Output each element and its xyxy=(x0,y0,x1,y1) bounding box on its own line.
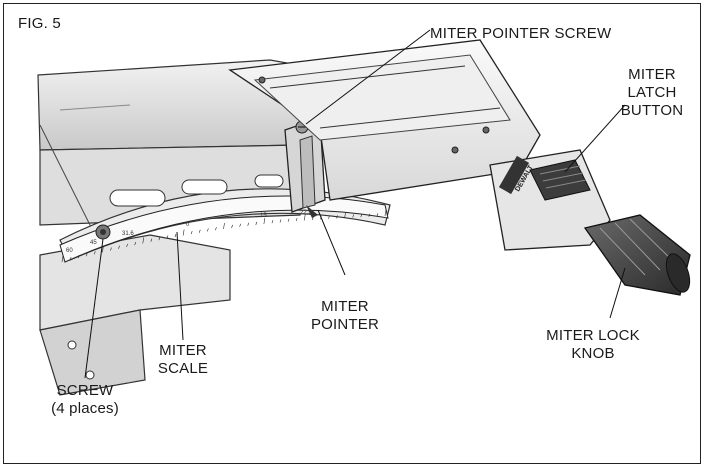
scale-tick xyxy=(182,229,185,236)
scale-tick xyxy=(110,247,112,251)
leader-miter-pointer-screw xyxy=(305,29,431,125)
label-screw-2: (4 places) xyxy=(51,400,119,417)
label-miter-scale-1: MITER xyxy=(159,342,207,359)
scale-tick xyxy=(271,220,274,224)
saw-base xyxy=(39,234,231,396)
miter-lock-knob xyxy=(583,214,691,296)
scale-tick xyxy=(223,222,225,230)
scale-tick xyxy=(295,217,298,222)
label-miter-pointer-2: POINTER xyxy=(311,316,379,333)
leader-miter-pointer xyxy=(317,209,346,276)
scale-number-22-5: 22.5 xyxy=(300,210,312,216)
label-miter-lock-knob-1: MITER LOCK xyxy=(546,327,640,344)
miter-scale: 60 45 31.6 0 15 22.5 xyxy=(59,195,389,263)
label-miter-scale-2: SCALE xyxy=(158,360,208,377)
scale-tick xyxy=(190,230,193,235)
scale-tick xyxy=(384,209,387,217)
scale-number-0: 0 xyxy=(186,222,190,228)
scale-number-15: 15 xyxy=(260,213,267,219)
scale-tick xyxy=(328,215,330,219)
leader-screw xyxy=(84,238,104,379)
label-miter-latch-button-1: MITER xyxy=(628,66,676,83)
scale-tick xyxy=(376,213,379,217)
scale-tick xyxy=(102,246,104,253)
scale-tick xyxy=(279,219,282,223)
scale-tick xyxy=(198,229,201,233)
label-miter-latch-button-2: LATCH xyxy=(627,84,676,101)
scale-tick xyxy=(263,217,266,225)
scale-tick xyxy=(231,224,233,228)
scale-tick xyxy=(303,214,306,221)
scale-tick xyxy=(287,218,290,222)
scale-tick xyxy=(255,221,258,225)
scale-tick xyxy=(215,227,217,231)
leader-lines xyxy=(84,29,626,379)
scale-tick xyxy=(94,251,96,255)
scale-tick xyxy=(69,256,72,261)
leader-miter-lock-knob xyxy=(609,267,626,319)
scale-tick xyxy=(61,255,64,263)
label-screw-1: SCREW xyxy=(57,382,114,399)
label-miter-pointer-1: MITER xyxy=(321,298,369,315)
leader-miter-latch-button xyxy=(564,104,626,173)
scale-tick xyxy=(368,213,371,217)
scale-number-45: 45 xyxy=(90,240,97,246)
scale-tick xyxy=(166,235,169,239)
leader-miter-scale xyxy=(176,231,184,341)
scale-tick xyxy=(118,245,120,249)
miter-pointer xyxy=(284,117,326,218)
scale-number-31-6: 31.6 xyxy=(122,231,134,237)
scale-tick xyxy=(247,222,250,226)
scale-number-60: 60 xyxy=(66,248,73,254)
scale-tick xyxy=(142,237,145,244)
miter-arm xyxy=(228,39,541,201)
scale-tick xyxy=(85,253,88,257)
scale-tick xyxy=(336,215,338,219)
scale-tick xyxy=(134,242,136,246)
scale-tick xyxy=(360,214,363,218)
scale-tick xyxy=(239,223,241,227)
scale-tick xyxy=(150,238,153,242)
screw xyxy=(95,224,111,240)
scale-tick xyxy=(344,211,346,218)
scale-tick xyxy=(77,255,80,259)
scale-tick xyxy=(126,243,128,248)
figure-label: FIG. 5 xyxy=(18,15,61,32)
miter-scale-ticks xyxy=(61,209,387,263)
scale-tick xyxy=(158,237,161,241)
label-miter-latch-button-3: BUTTON xyxy=(621,102,684,119)
label-miter-pointer-screw: MITER POINTER SCREW xyxy=(430,25,612,42)
label-miter-lock-knob-2: KNOB xyxy=(571,345,614,362)
scale-tick xyxy=(352,214,354,218)
miter-latch-button xyxy=(529,159,591,201)
scale-tick xyxy=(207,228,209,232)
scale-tick xyxy=(174,233,177,238)
